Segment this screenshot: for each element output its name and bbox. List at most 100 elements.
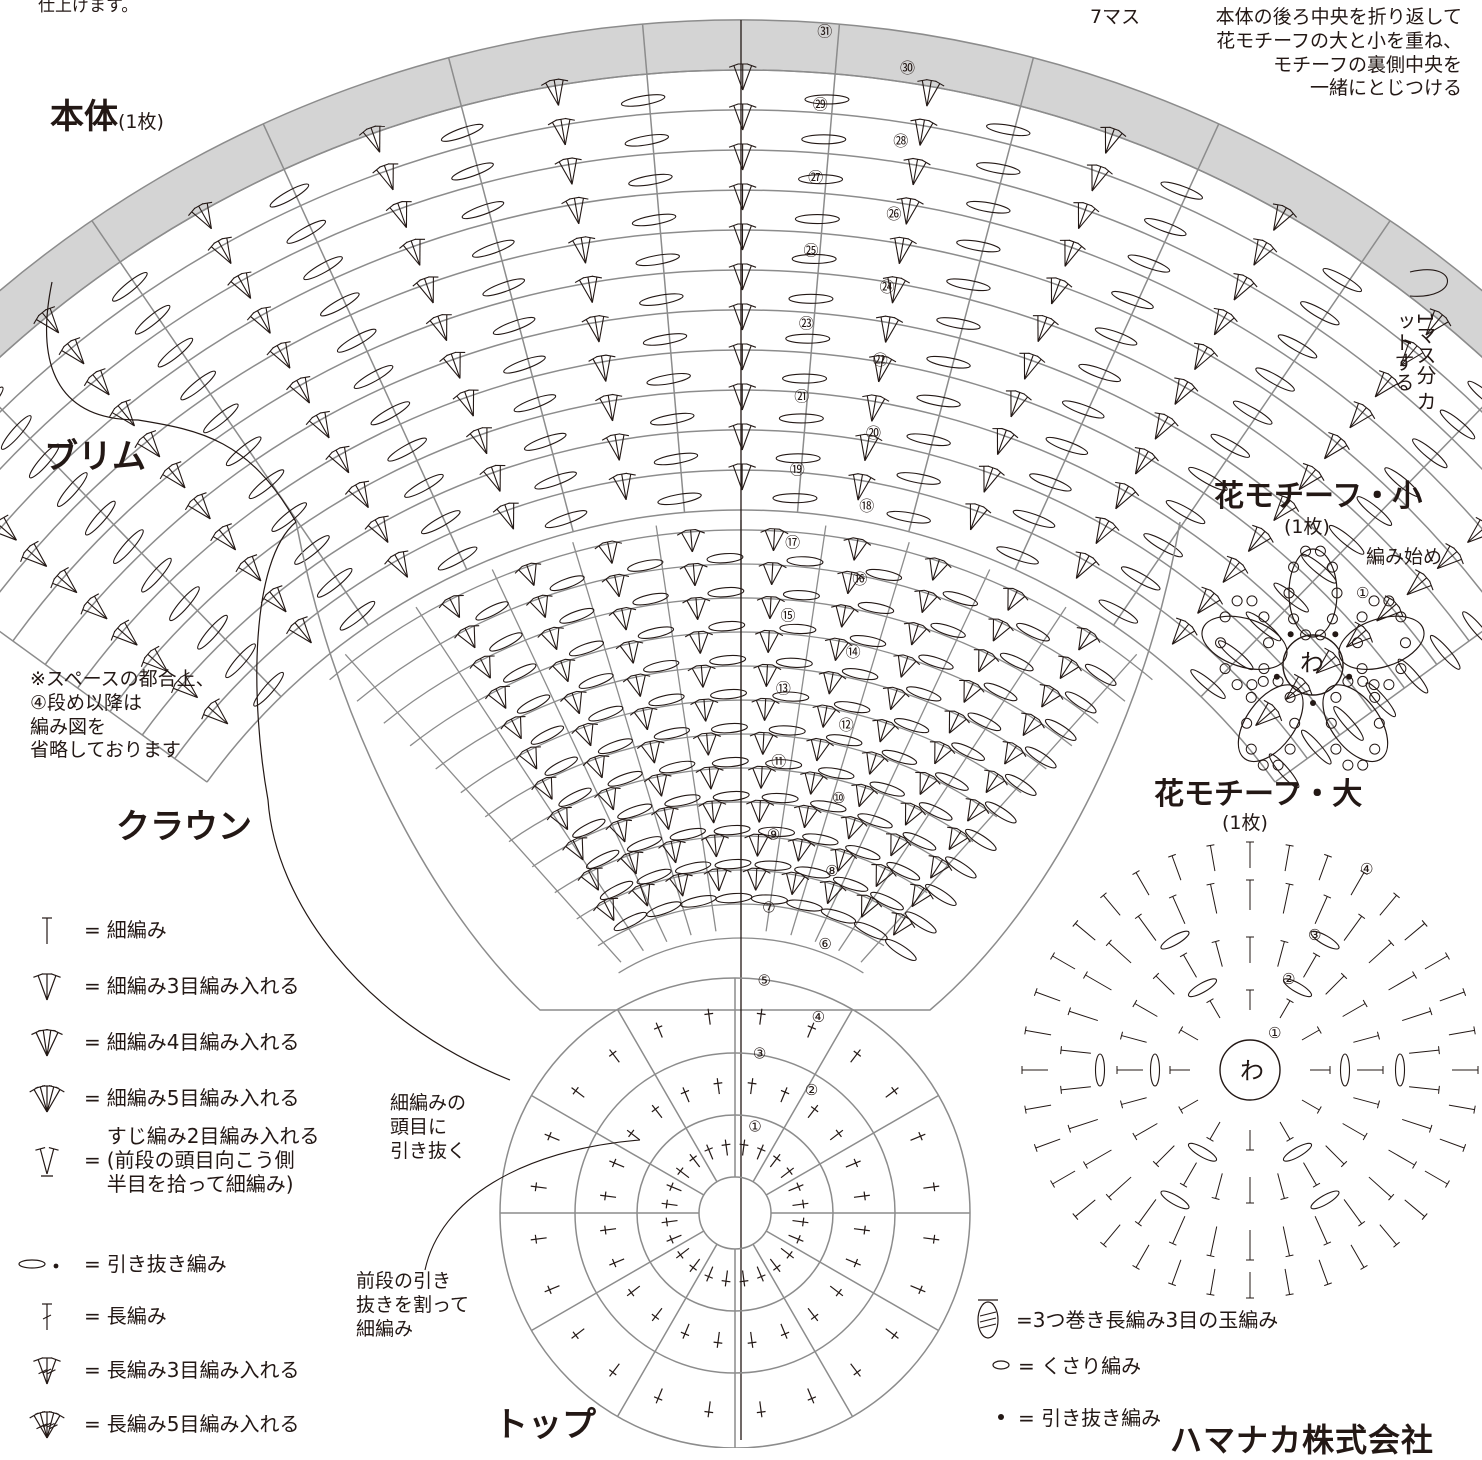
stitch xyxy=(1216,942,1223,967)
stitch-top xyxy=(1061,1046,1062,1054)
stitch-top xyxy=(1358,914,1364,919)
ring-label-small: わ xyxy=(1300,648,1324,678)
stitch xyxy=(1122,1098,1147,1105)
stitch xyxy=(1184,955,1197,978)
stitch xyxy=(1344,916,1362,940)
stitch xyxy=(1135,1004,1158,1017)
legend-text: 長編み xyxy=(107,1304,167,1328)
stitch xyxy=(1344,1199,1362,1223)
round-number: ③ xyxy=(753,1045,766,1063)
stitch xyxy=(1210,884,1216,913)
space-note: ※スペースの都合上、 ④段め以降は 編み図を 省略しております xyxy=(30,668,215,763)
chain-stitch xyxy=(1264,638,1274,648)
stitch xyxy=(1315,1216,1327,1243)
stitch xyxy=(1075,923,1095,940)
stitch xyxy=(1280,1001,1290,1018)
legend-right-text: = 引き抜き編み xyxy=(1018,1402,1161,1431)
chain-stitch xyxy=(1370,744,1380,754)
stitch xyxy=(1173,1216,1185,1243)
legend-equals: = xyxy=(84,1148,101,1172)
stitch xyxy=(1402,1011,1431,1020)
stitch xyxy=(1304,955,1317,978)
stitch xyxy=(1285,845,1290,871)
round-number: ⑪ xyxy=(771,753,786,771)
chain-stitch xyxy=(1246,692,1256,702)
stitch xyxy=(1069,1011,1098,1020)
stitch xyxy=(1409,1050,1439,1053)
stitch xyxy=(1156,976,1174,994)
legend-text: 引き抜き編み xyxy=(107,1252,227,1276)
stitch-top xyxy=(1313,1183,1320,1187)
stitch xyxy=(1103,895,1120,915)
chain-stitch xyxy=(1369,596,1379,606)
motif-small-count: (1枚) xyxy=(1284,516,1330,540)
chain-stitch xyxy=(1396,664,1406,674)
legend-right-text: = くさり編み xyxy=(1018,1350,1141,1379)
stitch xyxy=(1380,1225,1397,1245)
round-number: ㉙ xyxy=(813,96,828,114)
dc-3-inc-icon xyxy=(14,1352,80,1388)
chain-stitch xyxy=(1246,744,1256,754)
stitch-top xyxy=(1207,999,1214,1003)
stitch xyxy=(1449,1105,1475,1110)
stitch xyxy=(1425,1171,1448,1184)
top-disc xyxy=(500,978,970,1448)
stitch xyxy=(1389,975,1415,990)
round-number: ⑧ xyxy=(825,862,838,880)
round-number: ⑬ xyxy=(776,680,791,698)
legend-equals: = xyxy=(84,1304,101,1328)
stitch xyxy=(1075,1200,1095,1217)
round-number: ⑭ xyxy=(846,643,861,661)
round-number: ㉚ xyxy=(900,59,915,77)
stitch-top xyxy=(1413,1162,1417,1169)
round-number: ⑱ xyxy=(859,497,874,515)
legend-text: 細編み4目編み入れる xyxy=(107,1030,300,1054)
legend-equals: = xyxy=(84,918,101,942)
chain-stitch xyxy=(1370,692,1380,702)
stitch xyxy=(1326,1146,1344,1164)
stitch-top xyxy=(1445,1181,1449,1188)
chain-stitch xyxy=(1400,638,1410,648)
round-number: ㉑ xyxy=(794,388,809,406)
top-left-note: 仕上げます。 xyxy=(38,0,138,17)
round-number: ⑲ xyxy=(790,461,805,479)
slip-stitch-icon xyxy=(14,1246,80,1282)
callout-split: 前段の引き 抜きを割って 細編み xyxy=(356,1270,469,1341)
stitch xyxy=(1138,1199,1156,1223)
round-number: ㉛ xyxy=(817,23,832,41)
motif-large-round-number: ① xyxy=(1268,1024,1281,1042)
double-crochet-icon xyxy=(14,1298,80,1334)
legend-right-row: = 引き抜き編み xyxy=(990,1402,1161,1431)
legend-equals: = xyxy=(84,974,101,998)
stitch-top xyxy=(1083,972,1087,979)
slip-stitch-dot xyxy=(1310,700,1316,706)
stitch-top xyxy=(1135,1221,1141,1226)
legend-row: =長編み3目編み入れる xyxy=(14,1350,300,1390)
dc-5-inc-icon xyxy=(14,1406,80,1442)
top-label: トップ xyxy=(494,1404,596,1447)
stitch-top xyxy=(1133,1265,1140,1269)
legend-text: 長編み5目編み入れる xyxy=(107,1412,300,1436)
callout-sc-head: 細編みの 頭目に 引き抜く xyxy=(390,1092,466,1163)
stitch xyxy=(1304,1163,1317,1186)
crown-spoke xyxy=(656,526,716,932)
stitch xyxy=(1061,1050,1091,1053)
stitch xyxy=(1069,1119,1098,1128)
slip-stitch-dot xyxy=(1332,631,1338,637)
stitch xyxy=(1278,1173,1285,1198)
stitch xyxy=(1181,1100,1198,1110)
stitch-top xyxy=(1206,845,1214,846)
round-number: ㉓ xyxy=(799,315,814,333)
top-spoke xyxy=(766,1096,938,1196)
stitch xyxy=(1280,1122,1290,1139)
main-title: 本体 xyxy=(50,97,118,137)
stitch xyxy=(1302,1030,1319,1040)
stitch xyxy=(1210,1227,1216,1256)
stitch xyxy=(1425,956,1448,969)
legend-equals: = xyxy=(84,1086,101,1110)
stitch xyxy=(1353,1036,1378,1043)
main-count: (1枚) xyxy=(118,111,164,133)
stitch-top xyxy=(1445,953,1449,960)
stitch-top xyxy=(1439,1086,1440,1094)
fold-instruction: 本体の後ろ中央を折り返して 花モチーフの大と小を重ね、 モチーフの裏側中央を 一… xyxy=(1172,6,1462,101)
